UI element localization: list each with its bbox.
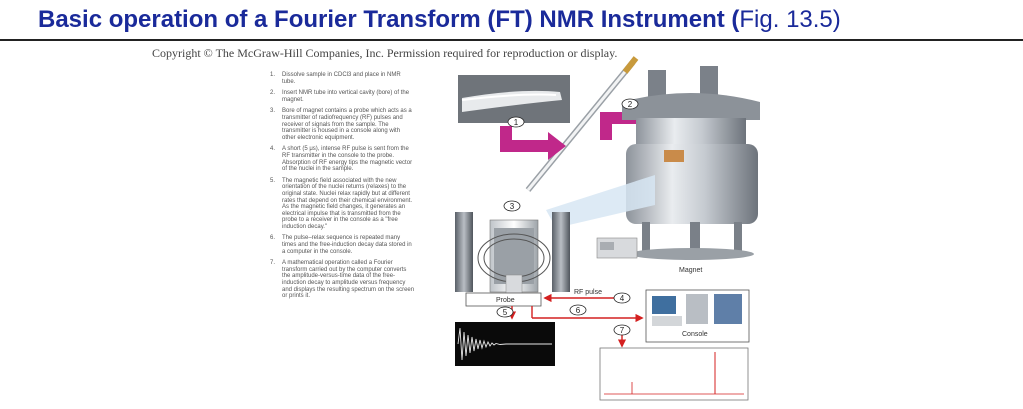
svg-text:6: 6 <box>576 306 581 315</box>
nmr-tube <box>525 56 639 192</box>
svg-text:5: 5 <box>503 308 508 317</box>
step-text: The magnetic field associated with the n… <box>282 177 413 230</box>
svg-text:4: 4 <box>620 294 625 303</box>
steps-list: 1. Dissolve sample in CDCl3 and place in … <box>270 72 415 305</box>
marker-7: 7 <box>613 324 631 336</box>
probe-box <box>465 292 542 307</box>
step-text: Dissolve sample in CDCl3 and place in NM… <box>282 72 401 85</box>
svg-text:7: 7 <box>620 326 625 335</box>
marker-4: 4 <box>613 292 631 304</box>
step-number: 6. <box>270 235 276 242</box>
insert-arrow-1 <box>500 126 566 160</box>
probe-label: Probe <box>496 297 515 304</box>
step-item: 5. The magnetic field associated with the… <box>270 178 415 231</box>
step-text: The pulse–relax sequence is repeated man… <box>282 235 412 255</box>
magnet-label: Magnet <box>679 267 702 274</box>
step-item: 6. The pulse–relax sequence is repeated m… <box>270 235 415 255</box>
copyright-notice: Copyright © The McGraw-Hill Companies, I… <box>152 46 618 60</box>
step-text: A mathematical operation called a Fourie… <box>282 260 415 300</box>
step-item: 7. A mathematical operation called a Four… <box>270 260 415 300</box>
magnet <box>622 66 760 260</box>
marker-2: 2 <box>621 98 639 110</box>
console <box>645 289 750 343</box>
step-number: 4. <box>270 146 276 153</box>
step-item: 4. A short (5 μs), intense RF pulse is se… <box>270 146 415 172</box>
marker-1: 1 <box>507 116 525 128</box>
svg-text:1: 1 <box>514 118 519 127</box>
spectrum-display <box>599 347 749 401</box>
step-item: 1. Dissolve sample in CDCl3 and place in … <box>270 72 415 85</box>
step-text: Bore of magnet contains a probe which ac… <box>282 108 412 141</box>
step-text: Insert NMR tube into vertical cavity (bo… <box>282 90 410 103</box>
step-item: 3. Bore of magnet contains a probe which … <box>270 108 415 141</box>
step-number: 1. <box>270 72 276 78</box>
title-figure-ref: Fig. 13.5) <box>739 6 841 33</box>
marker-5: 5 <box>496 306 514 318</box>
step-number: 2. <box>270 90 276 97</box>
marker-6: 6 <box>569 304 587 316</box>
title-main: Basic operation of a Fourier Transform (… <box>38 6 740 33</box>
step-number: 7. <box>270 260 276 267</box>
fid-display <box>455 322 555 366</box>
step-item: 2. Insert NMR tube into vertical cavity (… <box>270 90 415 103</box>
svg-text:2: 2 <box>628 100 633 109</box>
marker-3: 3 <box>503 200 521 212</box>
step-number: 5. <box>270 177 276 184</box>
tube-closeup-inset <box>458 75 570 123</box>
title-underline <box>0 39 1023 41</box>
step-number: 3. <box>270 108 276 115</box>
rf-pulse-label: RF pulse <box>574 289 602 296</box>
step-text: A short (5 μs), intense RF pulse is sent… <box>282 146 413 173</box>
slide-title: Basic operation of a Fourier Transform (… <box>38 6 998 34</box>
side-equipment <box>596 237 638 259</box>
console-label: Console <box>682 331 708 338</box>
bore-cutaway <box>455 175 655 296</box>
svg-text:3: 3 <box>510 202 515 211</box>
